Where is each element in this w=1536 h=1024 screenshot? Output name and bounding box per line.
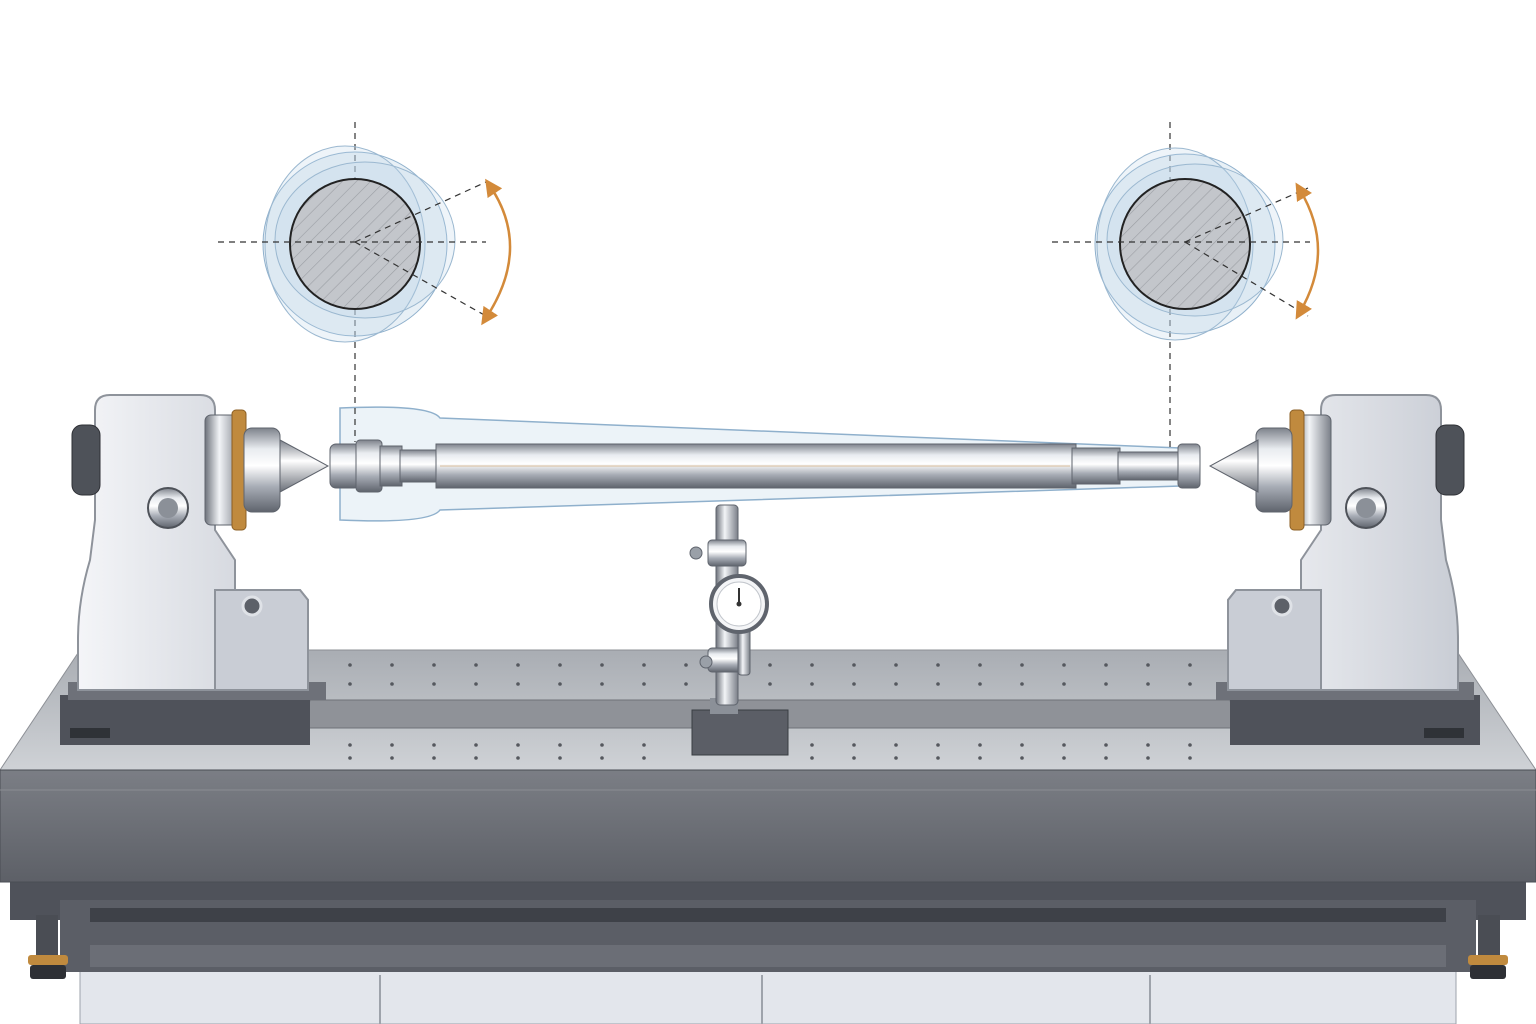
threaded-hole xyxy=(474,756,478,760)
threaded-hole xyxy=(936,756,940,760)
threaded-hole xyxy=(852,663,856,667)
threaded-hole xyxy=(432,682,436,686)
threaded-hole xyxy=(1062,682,1066,686)
threaded-hole xyxy=(1104,682,1108,686)
threaded-hole xyxy=(1062,663,1066,667)
threaded-hole xyxy=(1062,756,1066,760)
leveling-foot-right xyxy=(1468,915,1508,979)
threaded-hole xyxy=(558,756,562,760)
threaded-hole xyxy=(684,663,688,667)
threaded-hole xyxy=(1146,663,1150,667)
threaded-hole xyxy=(978,663,982,667)
base-frame xyxy=(10,880,1526,972)
threaded-hole xyxy=(642,756,646,760)
threaded-hole xyxy=(600,756,604,760)
threaded-hole xyxy=(1146,682,1150,686)
threaded-hole xyxy=(978,743,982,747)
threaded-hole xyxy=(432,756,436,760)
threaded-hole xyxy=(390,682,394,686)
threaded-hole xyxy=(768,663,772,667)
threaded-hole xyxy=(474,743,478,747)
threaded-hole xyxy=(894,663,898,667)
threaded-hole xyxy=(978,756,982,760)
left-center-point xyxy=(279,439,330,493)
construction-lines xyxy=(354,122,1171,448)
threaded-hole xyxy=(600,743,604,747)
dial-indicator-stand xyxy=(689,504,789,756)
threaded-hole xyxy=(852,743,856,747)
threaded-hole xyxy=(642,663,646,667)
threaded-hole xyxy=(1020,663,1024,667)
threaded-hole xyxy=(516,682,520,686)
threaded-hole xyxy=(894,743,898,747)
leveling-foot-left xyxy=(28,915,68,979)
cabinet xyxy=(79,969,1457,1024)
threaded-hole xyxy=(516,663,520,667)
threaded-hole xyxy=(936,663,940,667)
threaded-hole xyxy=(1020,682,1024,686)
threaded-hole xyxy=(1020,743,1024,747)
threaded-hole xyxy=(390,663,394,667)
threaded-hole xyxy=(1188,743,1192,747)
threaded-hole xyxy=(432,663,436,667)
rotation-arc-arrow-icon xyxy=(481,178,512,326)
rotation-arc-arrow-icon xyxy=(1295,182,1320,320)
threaded-hole xyxy=(474,682,478,686)
threaded-hole xyxy=(348,682,352,686)
threaded-hole xyxy=(1020,756,1024,760)
threaded-hole xyxy=(852,682,856,686)
threaded-hole xyxy=(558,663,562,667)
threaded-hole xyxy=(642,743,646,747)
threaded-hole xyxy=(810,756,814,760)
threaded-hole xyxy=(348,756,352,760)
right-center-point xyxy=(1208,439,1259,493)
threaded-hole xyxy=(432,743,436,747)
threaded-hole xyxy=(936,743,940,747)
shaft-cross-section-icon xyxy=(1052,147,1320,341)
threaded-hole xyxy=(1104,663,1108,667)
threaded-hole xyxy=(1146,743,1150,747)
threaded-hole xyxy=(516,756,520,760)
threaded-hole xyxy=(1104,756,1108,760)
threaded-hole xyxy=(936,682,940,686)
threaded-hole xyxy=(558,743,562,747)
threaded-hole xyxy=(810,743,814,747)
threaded-hole xyxy=(474,663,478,667)
threaded-hole xyxy=(558,682,562,686)
threaded-hole xyxy=(348,663,352,667)
threaded-hole xyxy=(600,682,604,686)
threaded-hole xyxy=(810,682,814,686)
threaded-hole-grid xyxy=(348,663,1192,760)
threaded-hole xyxy=(1188,663,1192,667)
threaded-hole xyxy=(684,682,688,686)
shaft-cross-section-icon xyxy=(218,145,512,343)
threaded-hole xyxy=(1062,743,1066,747)
threaded-hole xyxy=(1188,682,1192,686)
dial-gauge-icon xyxy=(709,574,769,634)
threaded-hole xyxy=(894,682,898,686)
left-headstock xyxy=(60,394,326,745)
threaded-hole xyxy=(390,743,394,747)
threaded-hole xyxy=(1146,756,1150,760)
threaded-hole xyxy=(348,743,352,747)
threaded-hole xyxy=(516,743,520,747)
threaded-hole xyxy=(768,682,772,686)
threaded-hole xyxy=(894,756,898,760)
threaded-hole xyxy=(600,663,604,667)
right-tailstock xyxy=(1216,394,1480,745)
threaded-hole xyxy=(1188,756,1192,760)
threaded-hole xyxy=(1104,743,1108,747)
threaded-hole xyxy=(978,682,982,686)
threaded-hole xyxy=(852,756,856,760)
threaded-hole xyxy=(810,663,814,667)
threaded-hole xyxy=(642,682,646,686)
shaft-workpiece xyxy=(329,439,1201,493)
threaded-hole xyxy=(390,756,394,760)
